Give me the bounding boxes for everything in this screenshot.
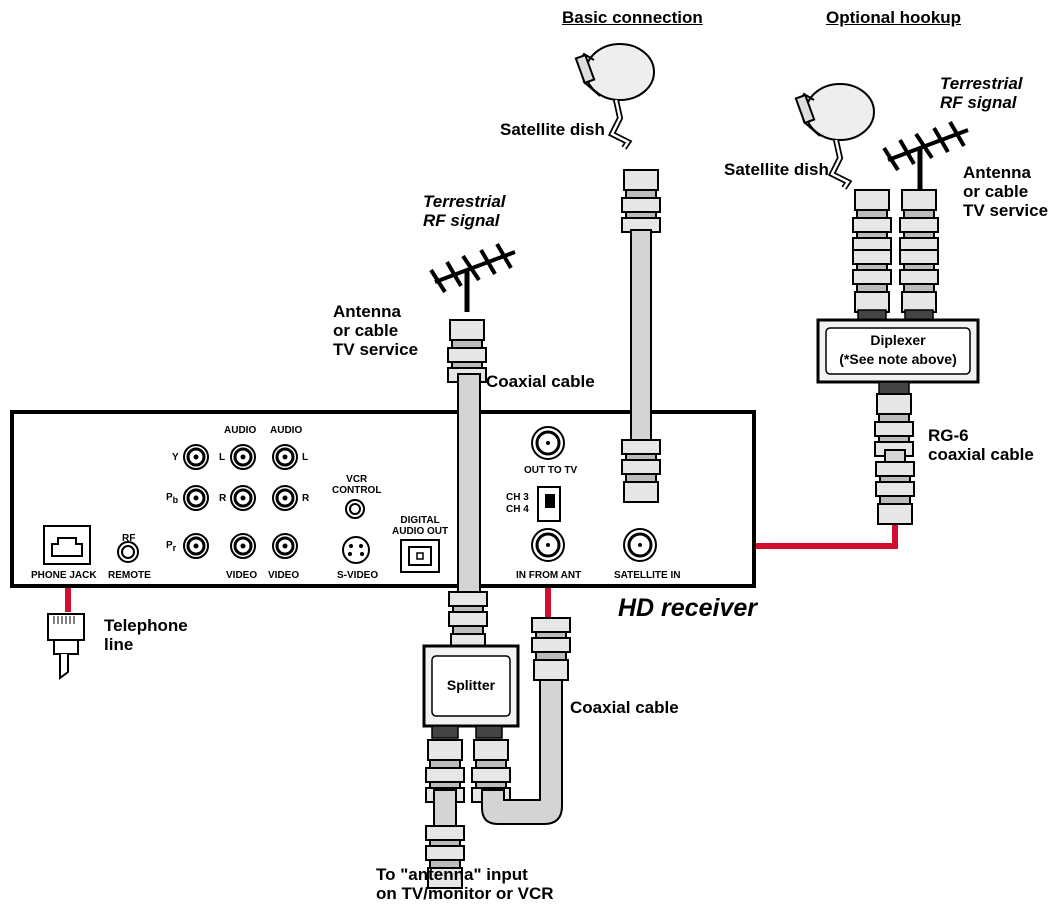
telephone-plug [47, 613, 85, 680]
video2-label: VIDEO [268, 570, 300, 581]
satellite-in-port [622, 527, 658, 563]
s-video-label: S-VIDEO [337, 570, 379, 581]
y-label: Y [172, 452, 179, 463]
antenna-right-label: Antenna or cable TV service [963, 163, 1049, 220]
satellite-dish-basic-label: Satellite dish [500, 120, 605, 139]
terrestrial-antenna-right [884, 122, 968, 190]
vcr-control-port [345, 499, 365, 519]
rf-label: RF [122, 533, 136, 544]
audio2-label: AUDIO [270, 425, 303, 436]
rg6-label: RG-6 coaxial cable [928, 426, 1034, 464]
hd-receiver-label: HD receiver [618, 594, 757, 622]
in-from-ant-label: IN FROM ANT [516, 570, 582, 581]
vcr-control-label: VCR CONTROL [332, 474, 382, 496]
diplexer-label: Diplexer (*See note above) [839, 332, 957, 367]
antenna-left-label: Antenna or cable TV service [333, 302, 419, 359]
digital-audio-out-label: DIGITAL AUDIO OUT [392, 515, 449, 537]
satellite-dish-optional-label: Satellite dish [724, 160, 829, 179]
ch4-label: CH 4 [506, 504, 529, 515]
r2-label: R [302, 493, 310, 504]
coaxial-cable-left [447, 319, 488, 655]
remote-label: REMOTE [108, 570, 151, 581]
phone-jack-label: PHONE JACK [31, 570, 97, 581]
s-video-port [342, 536, 370, 564]
channel-switch [537, 486, 561, 522]
splitter-label: Splitter [446, 677, 496, 693]
telephone-line-label: Telephone line [104, 616, 188, 654]
coaxial-cable-top-label: Coaxial cable [486, 372, 595, 391]
audio1-label: AUDIO [224, 425, 257, 436]
in-from-ant-port [530, 527, 566, 563]
to-antenna-input-label: To "antenna" input on TV/monitor or VCR [376, 865, 554, 903]
splitter-box [422, 644, 520, 739]
pb-label: Pb [166, 492, 179, 505]
satellite-in-label: SATELLITE IN [614, 570, 681, 581]
out-to-tv-port [530, 425, 566, 461]
diplexer-box [816, 309, 980, 395]
digital-audio-out-port [400, 539, 440, 573]
l1-label: L [219, 452, 226, 463]
l2-label: L [302, 452, 309, 463]
out-to-tv-label: OUT TO TV [524, 465, 578, 476]
rg6-coaxial-cable [874, 393, 915, 525]
optional-hookup-header: Optional hookup [826, 8, 962, 27]
terrestrial-antenna-left [431, 244, 515, 312]
splitter-output-cables [425, 617, 571, 889]
coaxial-cable-satellite [621, 169, 661, 503]
video1-label: VIDEO [226, 570, 258, 581]
r1-label: R [219, 493, 227, 504]
phone-jack-port [43, 525, 91, 565]
pr-label: Pr [166, 540, 177, 553]
terrestrial-rf-left-label: Terrestrial RF signal [423, 192, 506, 230]
ch3-label: CH 3 [506, 492, 529, 503]
basic-connection-header: Basic connection [562, 8, 703, 27]
diplexer-input-cables [852, 189, 939, 313]
component-video-jacks [182, 443, 210, 560]
audio-video-jacks-2 [271, 443, 299, 560]
coaxial-cable-bottom-label: Coaxial cable [570, 698, 679, 717]
terrestrial-rf-right-label: Terrestrial RF signal [940, 74, 1023, 112]
audio-video-jacks-1 [229, 443, 257, 560]
rf-remote-port [117, 541, 139, 563]
